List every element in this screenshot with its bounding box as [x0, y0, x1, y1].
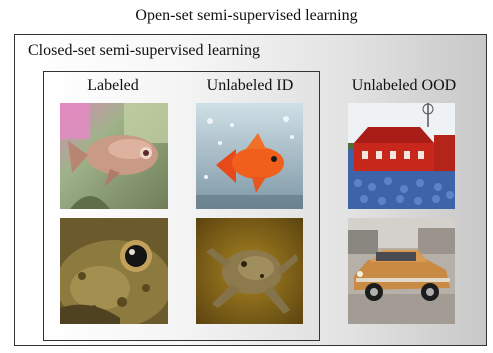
- column-header-unlabeled-ood: Unlabeled OOD: [351, 77, 457, 94]
- image-labeled-fish: [60, 103, 168, 209]
- column-header-unlabeled-id: Unlabeled ID: [206, 77, 294, 94]
- column-header-labeled: Labeled: [87, 77, 139, 94]
- image-unlabeled-ood-barn: [348, 103, 455, 209]
- inner-title: Closed-set semi-supervised learning: [28, 42, 260, 59]
- image-unlabeled-ood-car: [348, 218, 455, 324]
- image-labeled-toad: [60, 218, 168, 324]
- image-unlabeled-id-frog: [196, 218, 303, 324]
- image-unlabeled-id-goldfish: [196, 103, 303, 209]
- outer-title: Open-set semi-supervised learning: [135, 7, 358, 24]
